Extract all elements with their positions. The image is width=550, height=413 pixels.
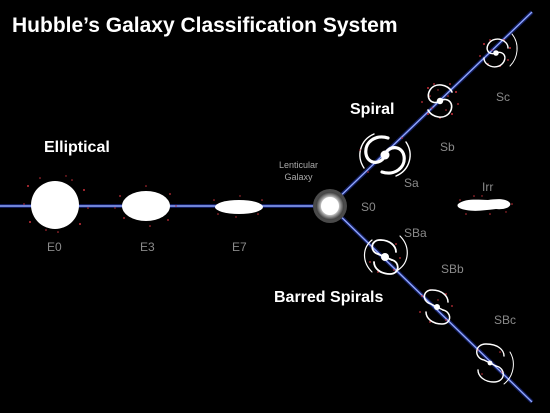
galaxy-s0-icon xyxy=(313,189,347,223)
galaxy-irr-icon xyxy=(457,195,513,215)
class-label-sb: Sb xyxy=(440,140,455,154)
class-label-sc: Sc xyxy=(496,90,511,104)
spiral-branch-line xyxy=(328,10,534,208)
class-label-sba: SBa xyxy=(404,226,427,240)
galaxy-sb-icon xyxy=(421,83,459,119)
galaxy-e3-icon xyxy=(114,185,177,227)
galaxy-sc-icon xyxy=(479,33,518,68)
class-label-e3: E3 xyxy=(140,240,155,254)
lenticular-label-line1: Lenticular xyxy=(279,160,319,170)
galaxy-e7-icon xyxy=(213,195,263,218)
lenticular-label: Lenticular Galaxy xyxy=(279,159,318,183)
galaxy-e0-icon xyxy=(23,175,89,233)
class-label-sa: Sa xyxy=(404,176,419,190)
spiral-heading: Spiral xyxy=(350,101,395,118)
class-label-sbb: SBb xyxy=(441,262,464,276)
class-label-s0: S0 xyxy=(361,200,376,214)
lenticular-label-line2: Galaxy xyxy=(284,172,313,182)
galaxy-sa-icon xyxy=(359,133,411,177)
page-title: Hubble’s Galaxy Classification System xyxy=(12,14,398,37)
elliptical-heading: Elliptical xyxy=(44,139,110,156)
galaxy-sbb-icon xyxy=(419,289,453,325)
galaxy-sbc-icon xyxy=(476,343,514,385)
class-label-e7: E7 xyxy=(232,240,247,254)
galaxy-sba-icon xyxy=(363,235,408,275)
barred-spirals-heading: Barred Spirals xyxy=(274,289,384,306)
class-label-irr: Irr xyxy=(482,180,494,194)
class-label-sbc: SBc xyxy=(494,313,517,327)
class-label-e0: E0 xyxy=(47,240,62,254)
